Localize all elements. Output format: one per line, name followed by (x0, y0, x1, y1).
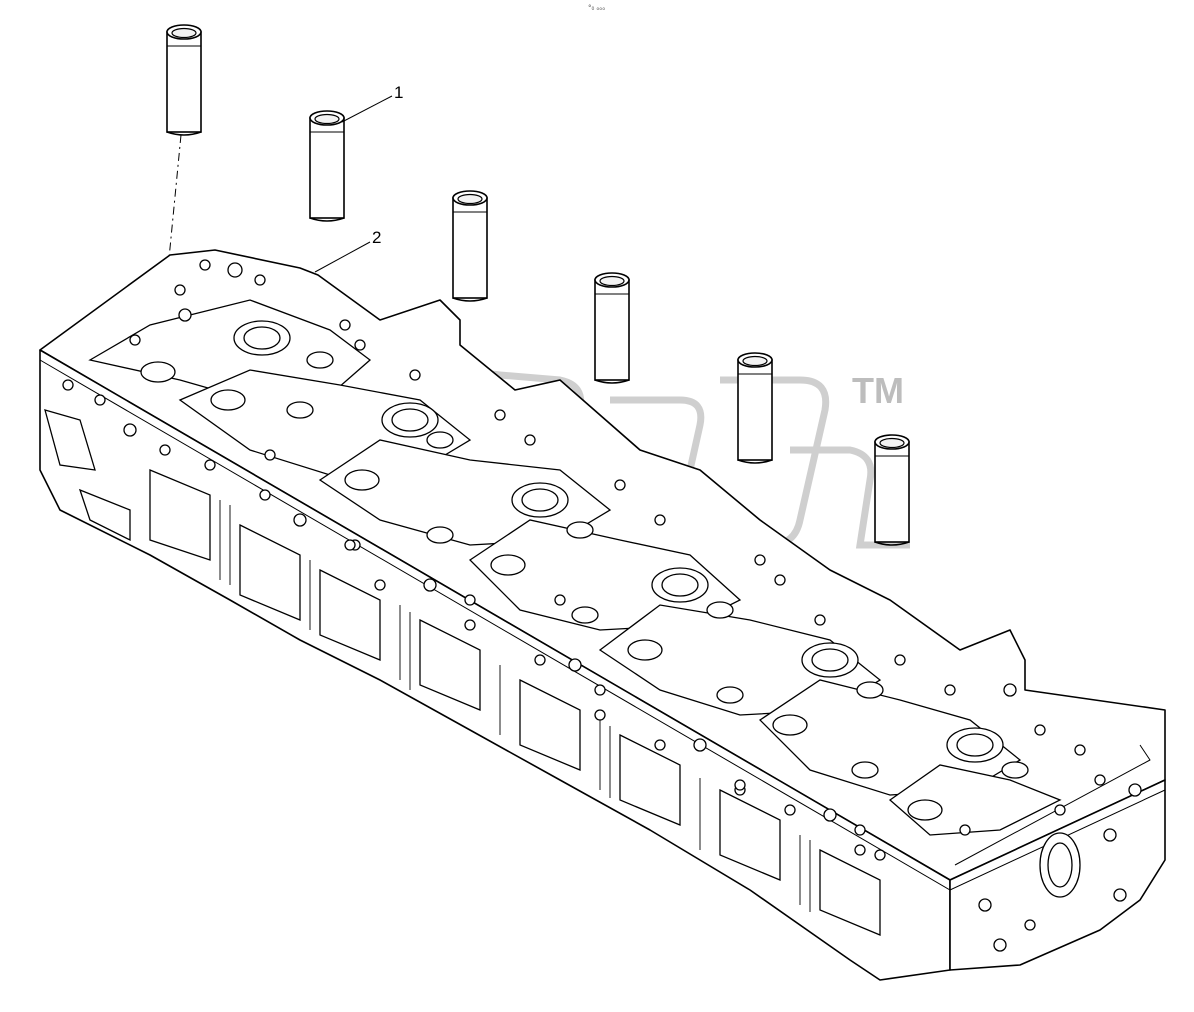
injector-sleeve (166, 24, 202, 136)
callout-2: 2 (372, 228, 382, 247)
injector-sleeve (452, 190, 488, 302)
injector-sleeve (737, 352, 773, 464)
watermark-tm: TM (852, 370, 904, 411)
injector-sleeve (874, 434, 910, 546)
callout-leader-2 (314, 241, 371, 273)
injector-sleeve (594, 272, 630, 384)
callout-leaders (314, 95, 393, 273)
header-mark: °₀ ₒₒₒ (588, 4, 606, 12)
injector-sleeve (309, 110, 345, 222)
center-line (162, 134, 182, 321)
callout-leader-1 (341, 95, 393, 123)
callout-1: 1 (394, 83, 404, 102)
top-face-details (88, 259, 1106, 861)
front-face-details (44, 379, 1142, 952)
